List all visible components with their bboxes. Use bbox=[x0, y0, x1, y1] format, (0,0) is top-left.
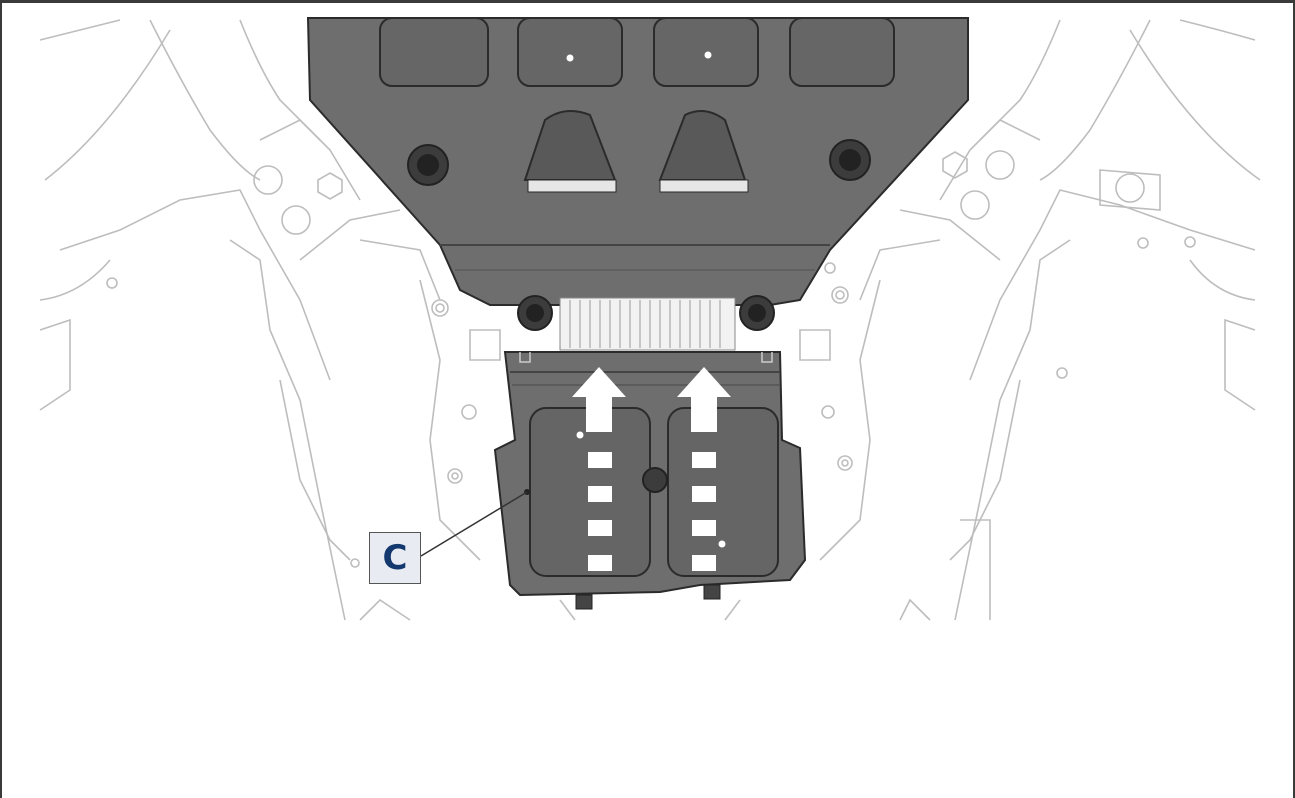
callout-label: C bbox=[382, 538, 408, 578]
up-arrow-icon bbox=[572, 367, 626, 571]
callout-c: C bbox=[369, 532, 421, 584]
callout-leader-line bbox=[420, 491, 528, 557]
radiator-grille bbox=[559, 297, 736, 351]
chassis-outline bbox=[39, 19, 1261, 621]
lower-skid-plate bbox=[493, 351, 807, 610]
up-arrow-icon bbox=[677, 367, 731, 571]
upper-skid-plate bbox=[306, 17, 969, 331]
